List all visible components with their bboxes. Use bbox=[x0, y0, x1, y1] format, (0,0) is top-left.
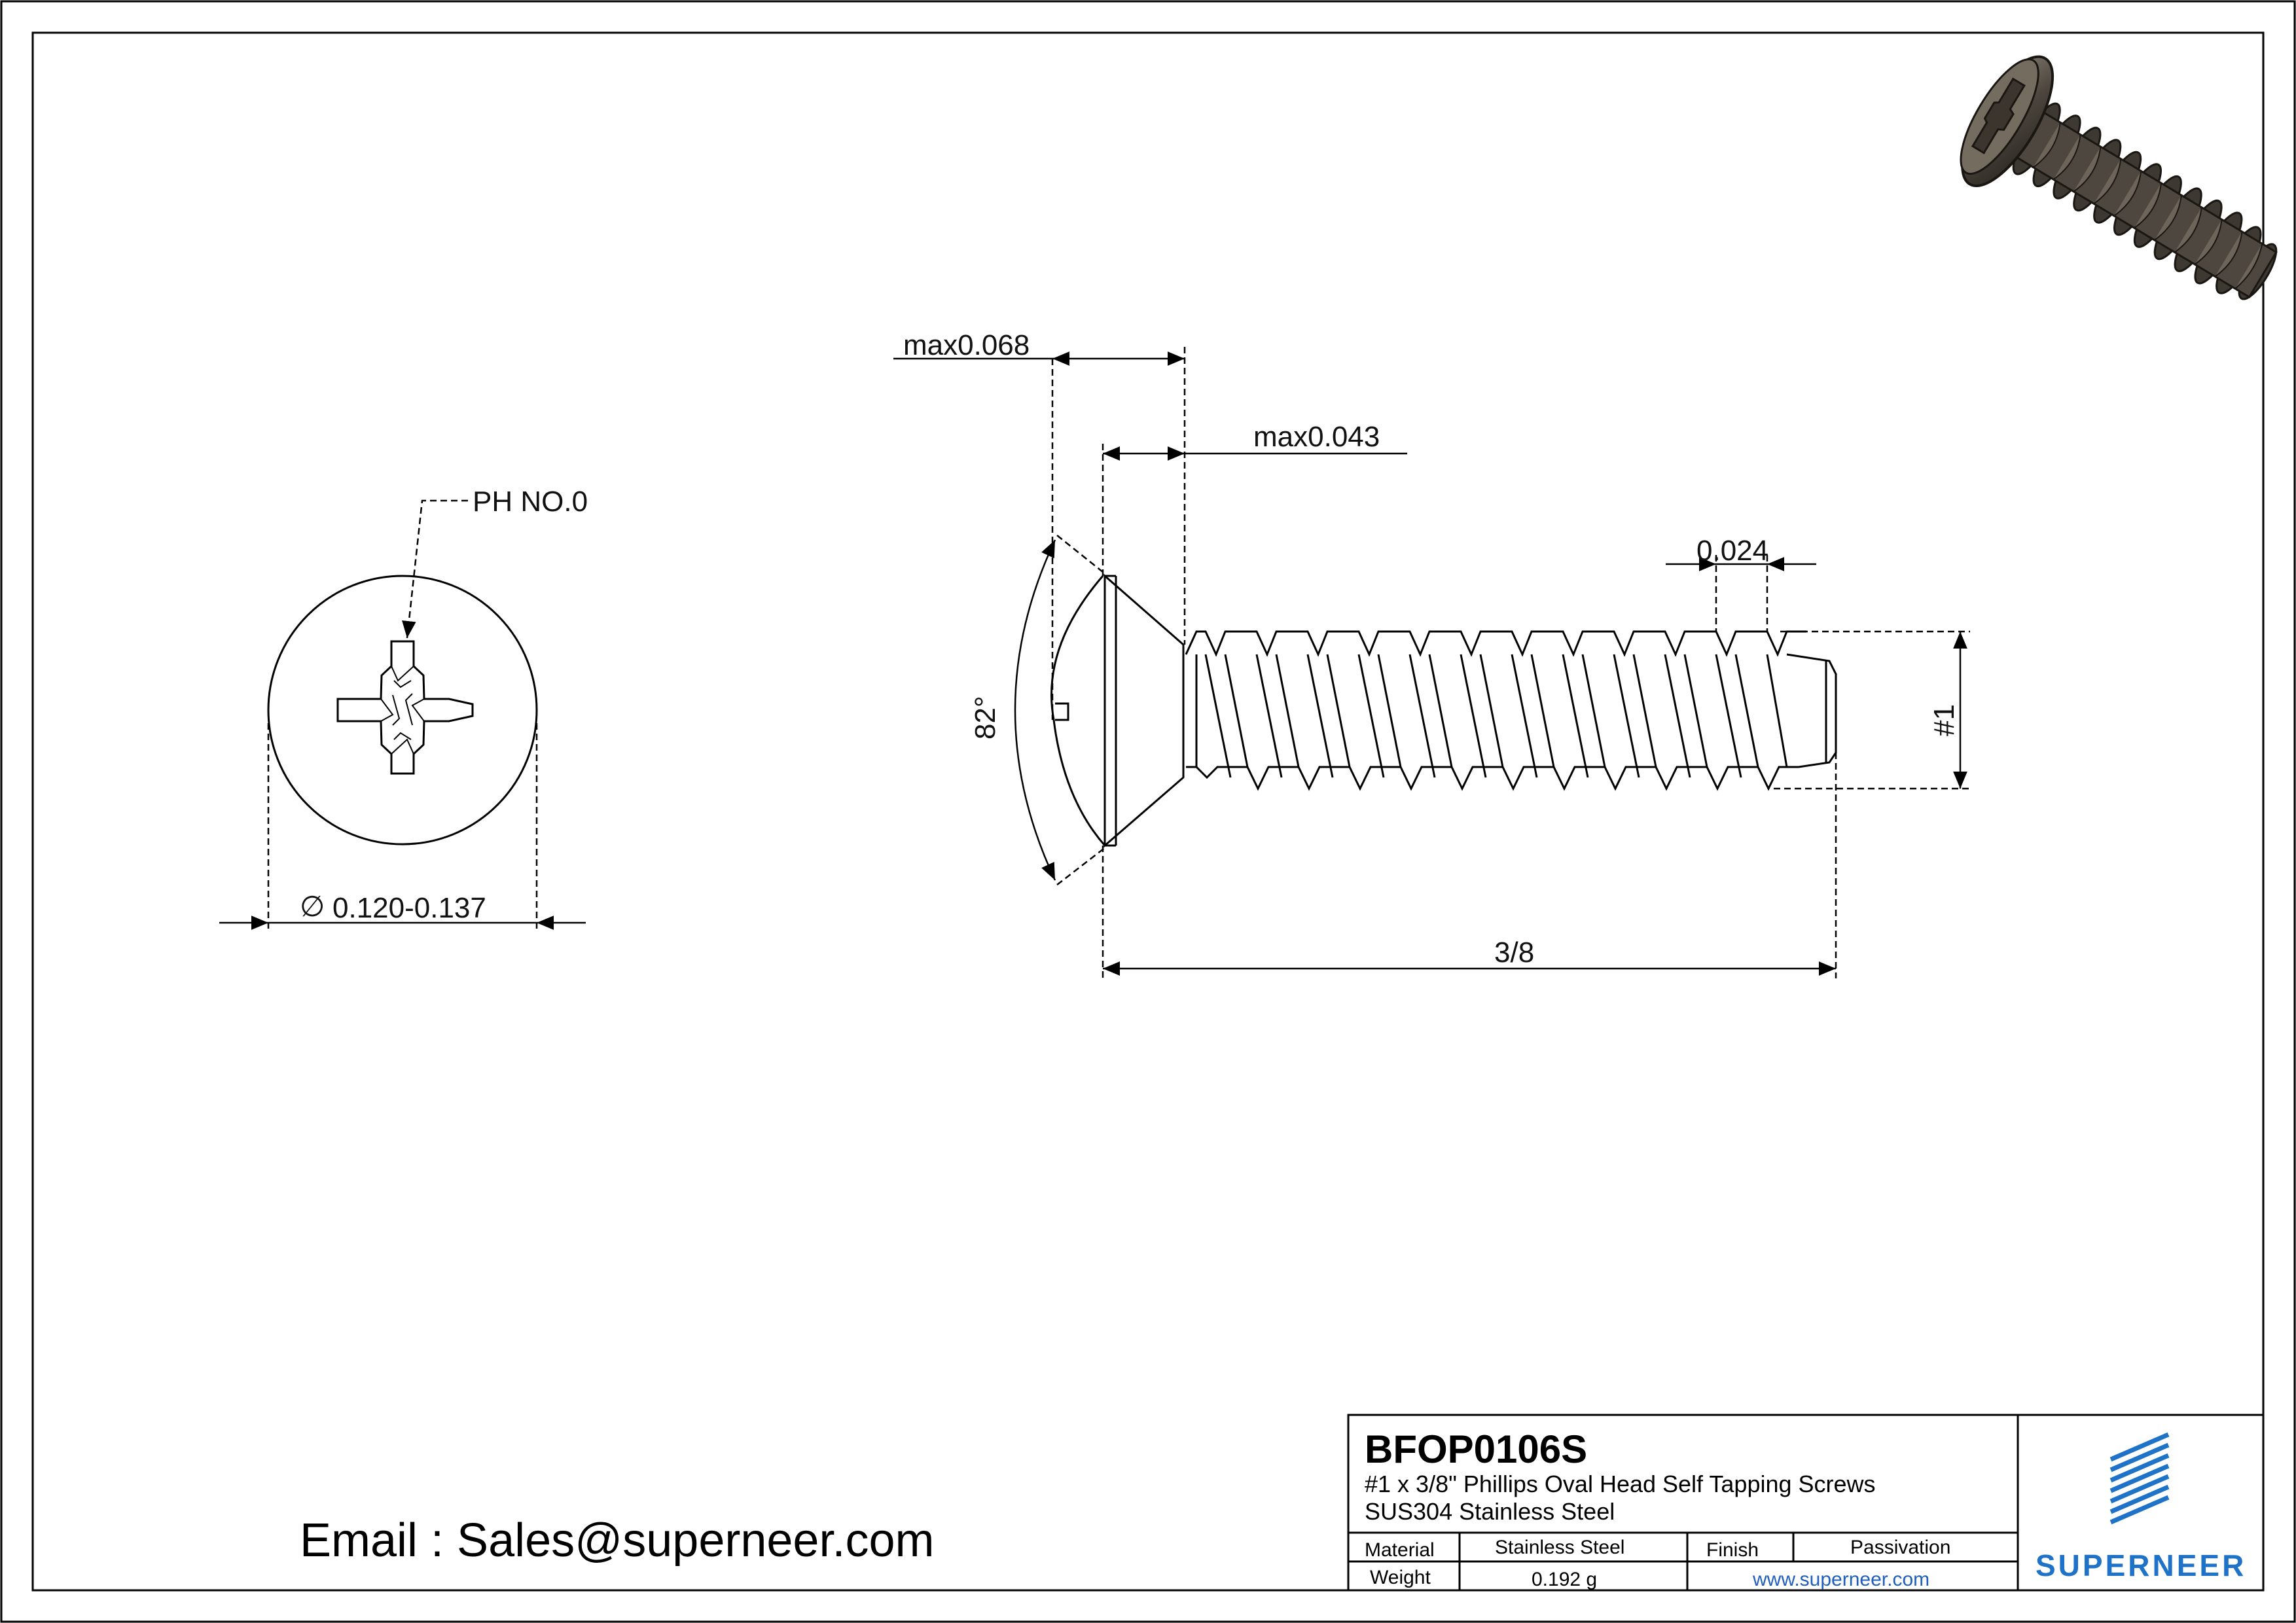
superneer-logo-icon bbox=[2109, 1432, 2170, 1525]
diameter-symbol-icon: ∅ bbox=[300, 891, 325, 923]
part-description: #1 x 3/8" Phillips Oval Head Self Tappin… bbox=[1365, 1471, 1876, 1497]
head-angle-dimension: 82° bbox=[969, 535, 1107, 885]
screw-side-view bbox=[1050, 573, 1837, 848]
part-number: BFOP0106S bbox=[1365, 1427, 1587, 1471]
head-height-label: max0.068 bbox=[903, 329, 1030, 361]
material-label: Material bbox=[1365, 1539, 1435, 1561]
length-label: 3/8 bbox=[1494, 936, 1534, 969]
inner-border bbox=[31, 31, 2265, 1592]
length-dimension: 3/8 bbox=[1102, 753, 1837, 978]
screw-3d-render bbox=[1960, 55, 2278, 300]
finish-label: Finish bbox=[1706, 1539, 1759, 1561]
material-value: Stainless Steel bbox=[1495, 1537, 1624, 1558]
major-diameter-dimension: #1 bbox=[1774, 630, 1970, 790]
head-top-view bbox=[267, 575, 538, 846]
head-angle-label: 82° bbox=[969, 696, 1001, 740]
phillips-recess bbox=[336, 640, 474, 775]
head-height-dimension: max0.068 bbox=[893, 329, 1186, 720]
thread-pitch-label: 0.024 bbox=[1696, 535, 1768, 567]
drive-type-label: PH NO.0 bbox=[473, 486, 588, 518]
head-diameter-label: 0.120-0.137 bbox=[332, 892, 486, 924]
logo-wordmark: SUPERNEER bbox=[2036, 1548, 2246, 1582]
contact-email: Email : Sales@superneer.com bbox=[300, 1514, 935, 1567]
weight-label: Weight bbox=[1370, 1567, 1431, 1588]
recess-depth-label: max0.043 bbox=[1253, 421, 1380, 453]
head-diameter-dimension: ∅ 0.120-0.137 bbox=[219, 723, 586, 933]
weight-value: 0.192 g bbox=[1532, 1569, 1597, 1590]
website-link[interactable]: www.superneer.com bbox=[1752, 1569, 1929, 1590]
material-line: SUS304 Stainless Steel bbox=[1365, 1498, 1615, 1525]
drive-type-leader: PH NO.0 bbox=[402, 486, 588, 639]
recess-depth-dimension: max0.043 bbox=[1102, 421, 1407, 576]
finish-value: Passivation bbox=[1850, 1537, 1950, 1558]
thread-pitch-dimension: 0.024 bbox=[1666, 535, 1816, 632]
size-label: #1 bbox=[1928, 704, 1960, 736]
title-block bbox=[1347, 1414, 2265, 1592]
